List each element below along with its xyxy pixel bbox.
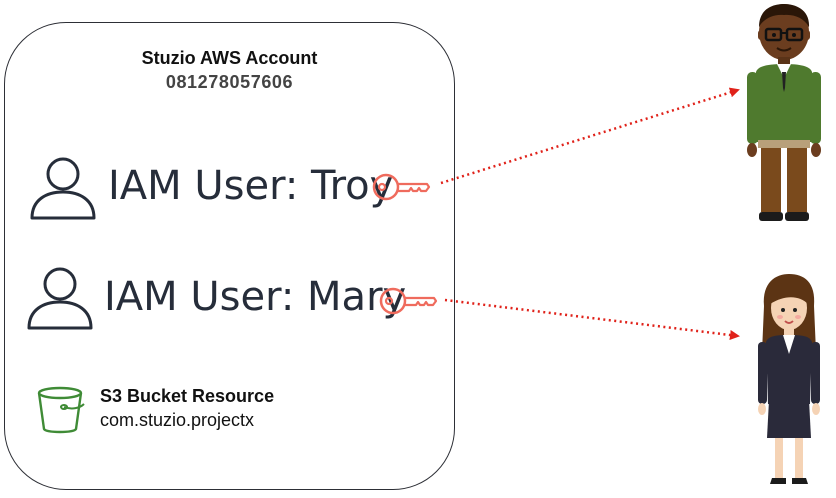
s3-bucket-icon — [37, 386, 85, 434]
account-id: 081278057606 — [165, 72, 294, 92]
account-title: Stuzio AWS Account — [141, 48, 318, 68]
arrow-troy-to-man — [440, 87, 740, 185]
woman-person-illustration — [758, 274, 820, 484]
aws-account-boundary — [4, 22, 455, 490]
user-outline-icon — [30, 157, 96, 220]
man-person-illustration — [747, 4, 821, 221]
arrow-mary-to-woman — [444, 298, 740, 340]
bucket-title: S3 Bucket Resource — [100, 386, 275, 406]
user-label-troy: IAM User: Troy — [108, 163, 394, 209]
user-label-mary: IAM User: Mary — [104, 274, 407, 320]
bucket-name: com.stuzio.projectx — [100, 410, 255, 430]
key-icon — [372, 173, 431, 201]
user-outline-icon — [27, 267, 93, 330]
key-icon — [379, 287, 438, 315]
